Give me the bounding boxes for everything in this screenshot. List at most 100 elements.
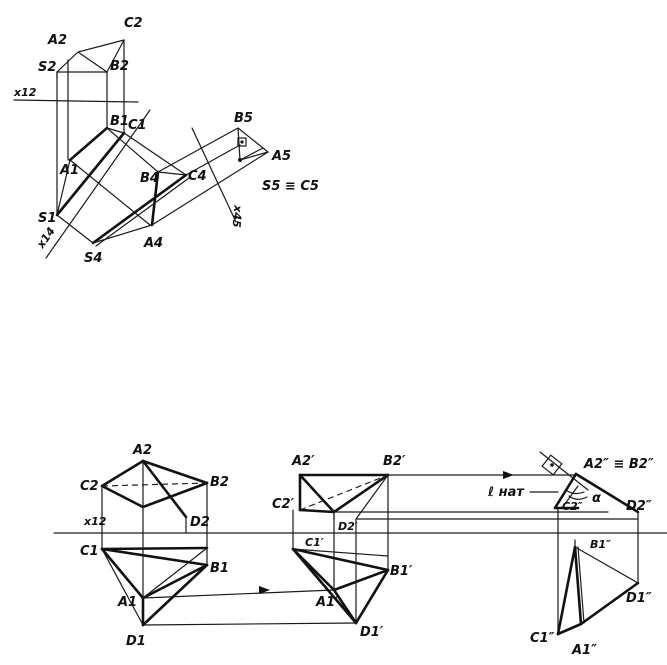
edge <box>239 147 264 161</box>
label-C1-prime: C1′ <box>305 536 324 549</box>
label-S4: S4 <box>84 251 102 266</box>
label-A2B2-double-prime: A2″ ≡ B2″ <box>583 457 654 472</box>
edge <box>141 459 188 519</box>
edge <box>237 127 270 161</box>
top-view-1-bottom <box>100 546 209 627</box>
connector <box>157 127 239 173</box>
right-angle-dot <box>550 463 554 467</box>
angle-arc <box>568 495 588 500</box>
edge <box>100 459 145 488</box>
edge <box>100 547 209 567</box>
top-view-1 <box>55 126 187 244</box>
edge <box>579 581 640 626</box>
edge <box>100 484 145 509</box>
true-length-line <box>539 451 589 491</box>
label-B4: B4 <box>140 171 159 186</box>
edge <box>553 472 578 510</box>
label-C2-prime: C2′ <box>272 497 295 512</box>
aux-view-4 <box>91 127 269 247</box>
arrow-head <box>503 471 514 479</box>
edge <box>157 171 187 176</box>
label-x12-bottom: x12 <box>83 515 107 528</box>
edge <box>141 563 209 627</box>
edge <box>56 159 71 216</box>
right-angle-mark <box>541 454 563 476</box>
label-D1-bottom: D1 <box>126 634 146 649</box>
label-B1-top: B1 <box>110 114 129 129</box>
label-D1-double-prime: D1″ <box>626 591 652 606</box>
aux-view-5 <box>237 127 270 162</box>
edge <box>92 224 153 244</box>
edge <box>574 472 640 514</box>
right-angle-dot <box>240 140 244 144</box>
label-S2-top: S2 <box>38 60 56 75</box>
edge <box>577 546 585 624</box>
edge <box>91 173 188 245</box>
top-view-1-double-prime <box>556 507 640 636</box>
arrow-head <box>259 586 270 594</box>
edge <box>354 568 390 625</box>
right-angle-mark <box>237 137 247 147</box>
label-A5: A5 <box>271 149 291 164</box>
edge <box>77 51 108 73</box>
label-S5-C5: S5 ≡ C5 <box>262 179 319 194</box>
label-B1-double-prime: B1″ <box>590 538 611 551</box>
label-C2-double-prime: C2″ <box>562 500 583 513</box>
label-B5: B5 <box>234 111 253 126</box>
label-x12-top: x12 <box>13 86 37 99</box>
label-B2-prime: B2′ <box>383 454 406 469</box>
edge <box>106 39 125 73</box>
edge <box>55 131 126 217</box>
label-B2-top: B2 <box>110 59 129 74</box>
edge <box>100 546 209 551</box>
edge <box>106 127 125 134</box>
edge <box>101 548 144 626</box>
edge <box>100 547 145 600</box>
edge <box>141 481 209 509</box>
edge <box>69 159 151 226</box>
angle-arc <box>565 489 585 495</box>
connector <box>185 144 241 176</box>
hidden-edge <box>101 482 208 487</box>
label-C1-bottom: C1 <box>80 544 99 559</box>
label-C2-bottom: C2 <box>80 479 99 494</box>
edge <box>141 459 209 485</box>
edge <box>56 214 94 244</box>
bottom-figure: A2 C2 B2 D2 x12 C1 B1 A1 D1 A2′ B2′ C2′ … <box>53 443 667 658</box>
edge <box>332 568 390 592</box>
label-l-nat: ℓ нат <box>487 485 525 500</box>
label-B1-prime: B1′ <box>390 564 413 579</box>
front-view-2 <box>56 39 125 79</box>
label-C1-double-prime: C1″ <box>530 631 555 646</box>
front-view-2-prime <box>298 473 390 521</box>
label-A2-prime: A2′ <box>291 454 315 469</box>
label-A1-double-prime: A1″ <box>571 643 597 658</box>
edge <box>574 546 639 584</box>
edge <box>298 508 336 514</box>
edge <box>573 545 583 626</box>
front-view-2-bottom <box>100 459 209 519</box>
edge <box>141 563 209 600</box>
edge <box>95 177 190 247</box>
edge <box>332 473 390 514</box>
label-S1-top: S1 <box>38 211 56 226</box>
label-C1-top: C1 <box>128 118 147 133</box>
label-D2-bottom: D2 <box>190 515 210 530</box>
axis-x45 <box>191 127 237 223</box>
edge <box>298 473 336 514</box>
axis-x14 <box>45 109 151 259</box>
top-view-1-prime <box>291 474 390 625</box>
label-D2-double-prime: D2″ <box>626 499 652 514</box>
label-x14: x14 <box>34 225 58 252</box>
edge <box>556 622 583 636</box>
label-D1-prime: D1′ <box>360 625 384 640</box>
transfer-line <box>142 622 357 626</box>
edge <box>556 545 577 636</box>
label-A4: A4 <box>143 236 163 251</box>
transfer-line <box>142 589 335 599</box>
edge <box>292 548 389 557</box>
label-A1-top: A1 <box>59 163 79 178</box>
connector <box>151 151 269 226</box>
